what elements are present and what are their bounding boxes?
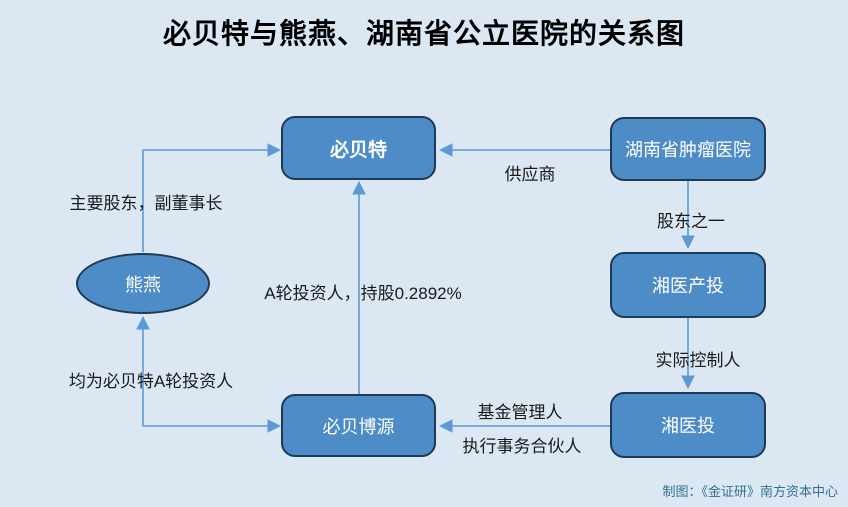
node-xiongyan: 熊燕	[76, 253, 210, 314]
node-xiangyi-chantou-label: 湘医产投	[652, 276, 724, 296]
node-xiangyi-chantou: 湘医产投	[610, 252, 766, 318]
edge-label-supplier: 供应商	[504, 165, 556, 184]
credit-text: 制图：《金证研》南方资本中心	[662, 484, 838, 499]
node-bibei-boyuan-label: 必贝博源	[322, 416, 395, 437]
edge-label-major-shareholder: 主要股东，副董事长	[69, 194, 223, 213]
node-bibeite: 必贝特	[281, 116, 436, 180]
node-bibei-boyuan: 必贝博源	[281, 394, 436, 457]
edge-label-controller: 实际控制人	[655, 351, 741, 370]
edge-label-a-round: A轮投资人，持股0.2892%	[264, 284, 462, 303]
connector-boyuan-xiongyan	[136, 315, 282, 433]
node-xiangyitou-label: 湘医投	[661, 416, 715, 436]
edge-label-fund-manager: 基金管理人	[477, 403, 563, 422]
node-hospital: 湖南省肿瘤医院	[610, 117, 766, 181]
diagram-title: 必贝特与熊燕、湖南省公立医院的关系图	[162, 18, 685, 49]
edge-label-executive-partner: 执行事务合伙人	[462, 437, 582, 456]
node-xiangyitou: 湘医投	[610, 392, 766, 458]
node-hospital-label: 湖南省肿瘤医院	[625, 140, 751, 160]
connector-xiongyan-bibeite	[142, 143, 282, 252]
edge-label-both-a-round: 均为必贝特A轮投资人	[68, 372, 234, 391]
node-xiongyan-label: 熊燕	[125, 274, 161, 295]
node-bibeite-label: 必贝特	[329, 139, 387, 161]
edge-label-shareholder: 股东之一	[657, 212, 725, 231]
